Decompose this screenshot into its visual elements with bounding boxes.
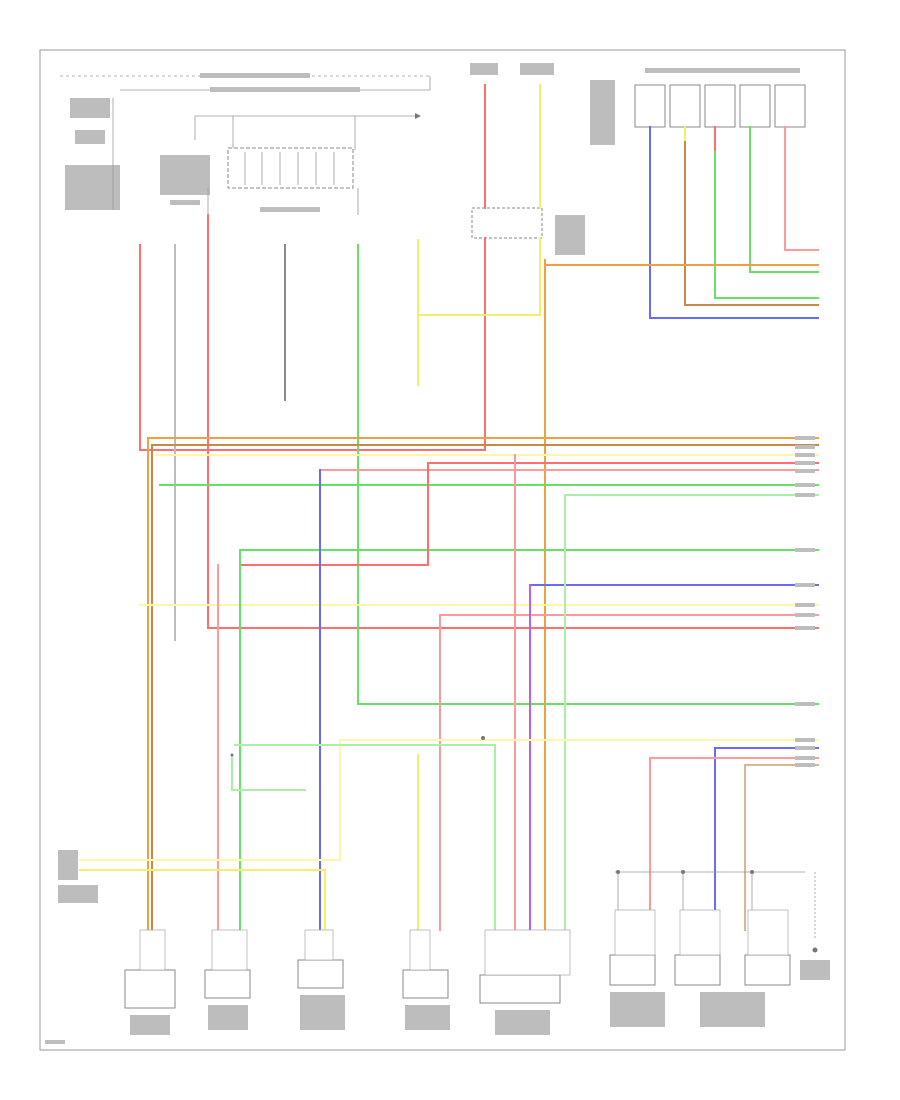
component-8	[744, 954, 791, 986]
vertical-upper-wires	[139, 84, 819, 705]
top-bus-lines	[60, 73, 431, 150]
right-wire-tags	[795, 436, 815, 767]
component-labels	[130, 960, 830, 1035]
sensor-wires-top-right	[544, 126, 819, 971]
upper-left-components	[65, 98, 210, 210]
component-1	[124, 969, 176, 1009]
component-3	[297, 959, 344, 989]
bottom-connector-pins	[139, 909, 789, 976]
middle-harness	[139, 437, 819, 971]
component-4	[402, 969, 449, 999]
lower-vertical-wires	[79, 454, 819, 931]
component-5	[479, 974, 561, 1004]
bottom-components	[124, 954, 791, 1009]
ground-splice-row	[230, 736, 818, 955]
sensor-block-top-right	[634, 68, 806, 128]
component-6	[609, 954, 656, 986]
left-bottom-legend	[45, 850, 98, 1044]
relay-box-center	[470, 63, 615, 255]
diagram-frame	[39, 49, 846, 1051]
fuse-relay-box	[227, 147, 354, 212]
component-7	[674, 954, 721, 986]
component-2	[204, 969, 251, 999]
